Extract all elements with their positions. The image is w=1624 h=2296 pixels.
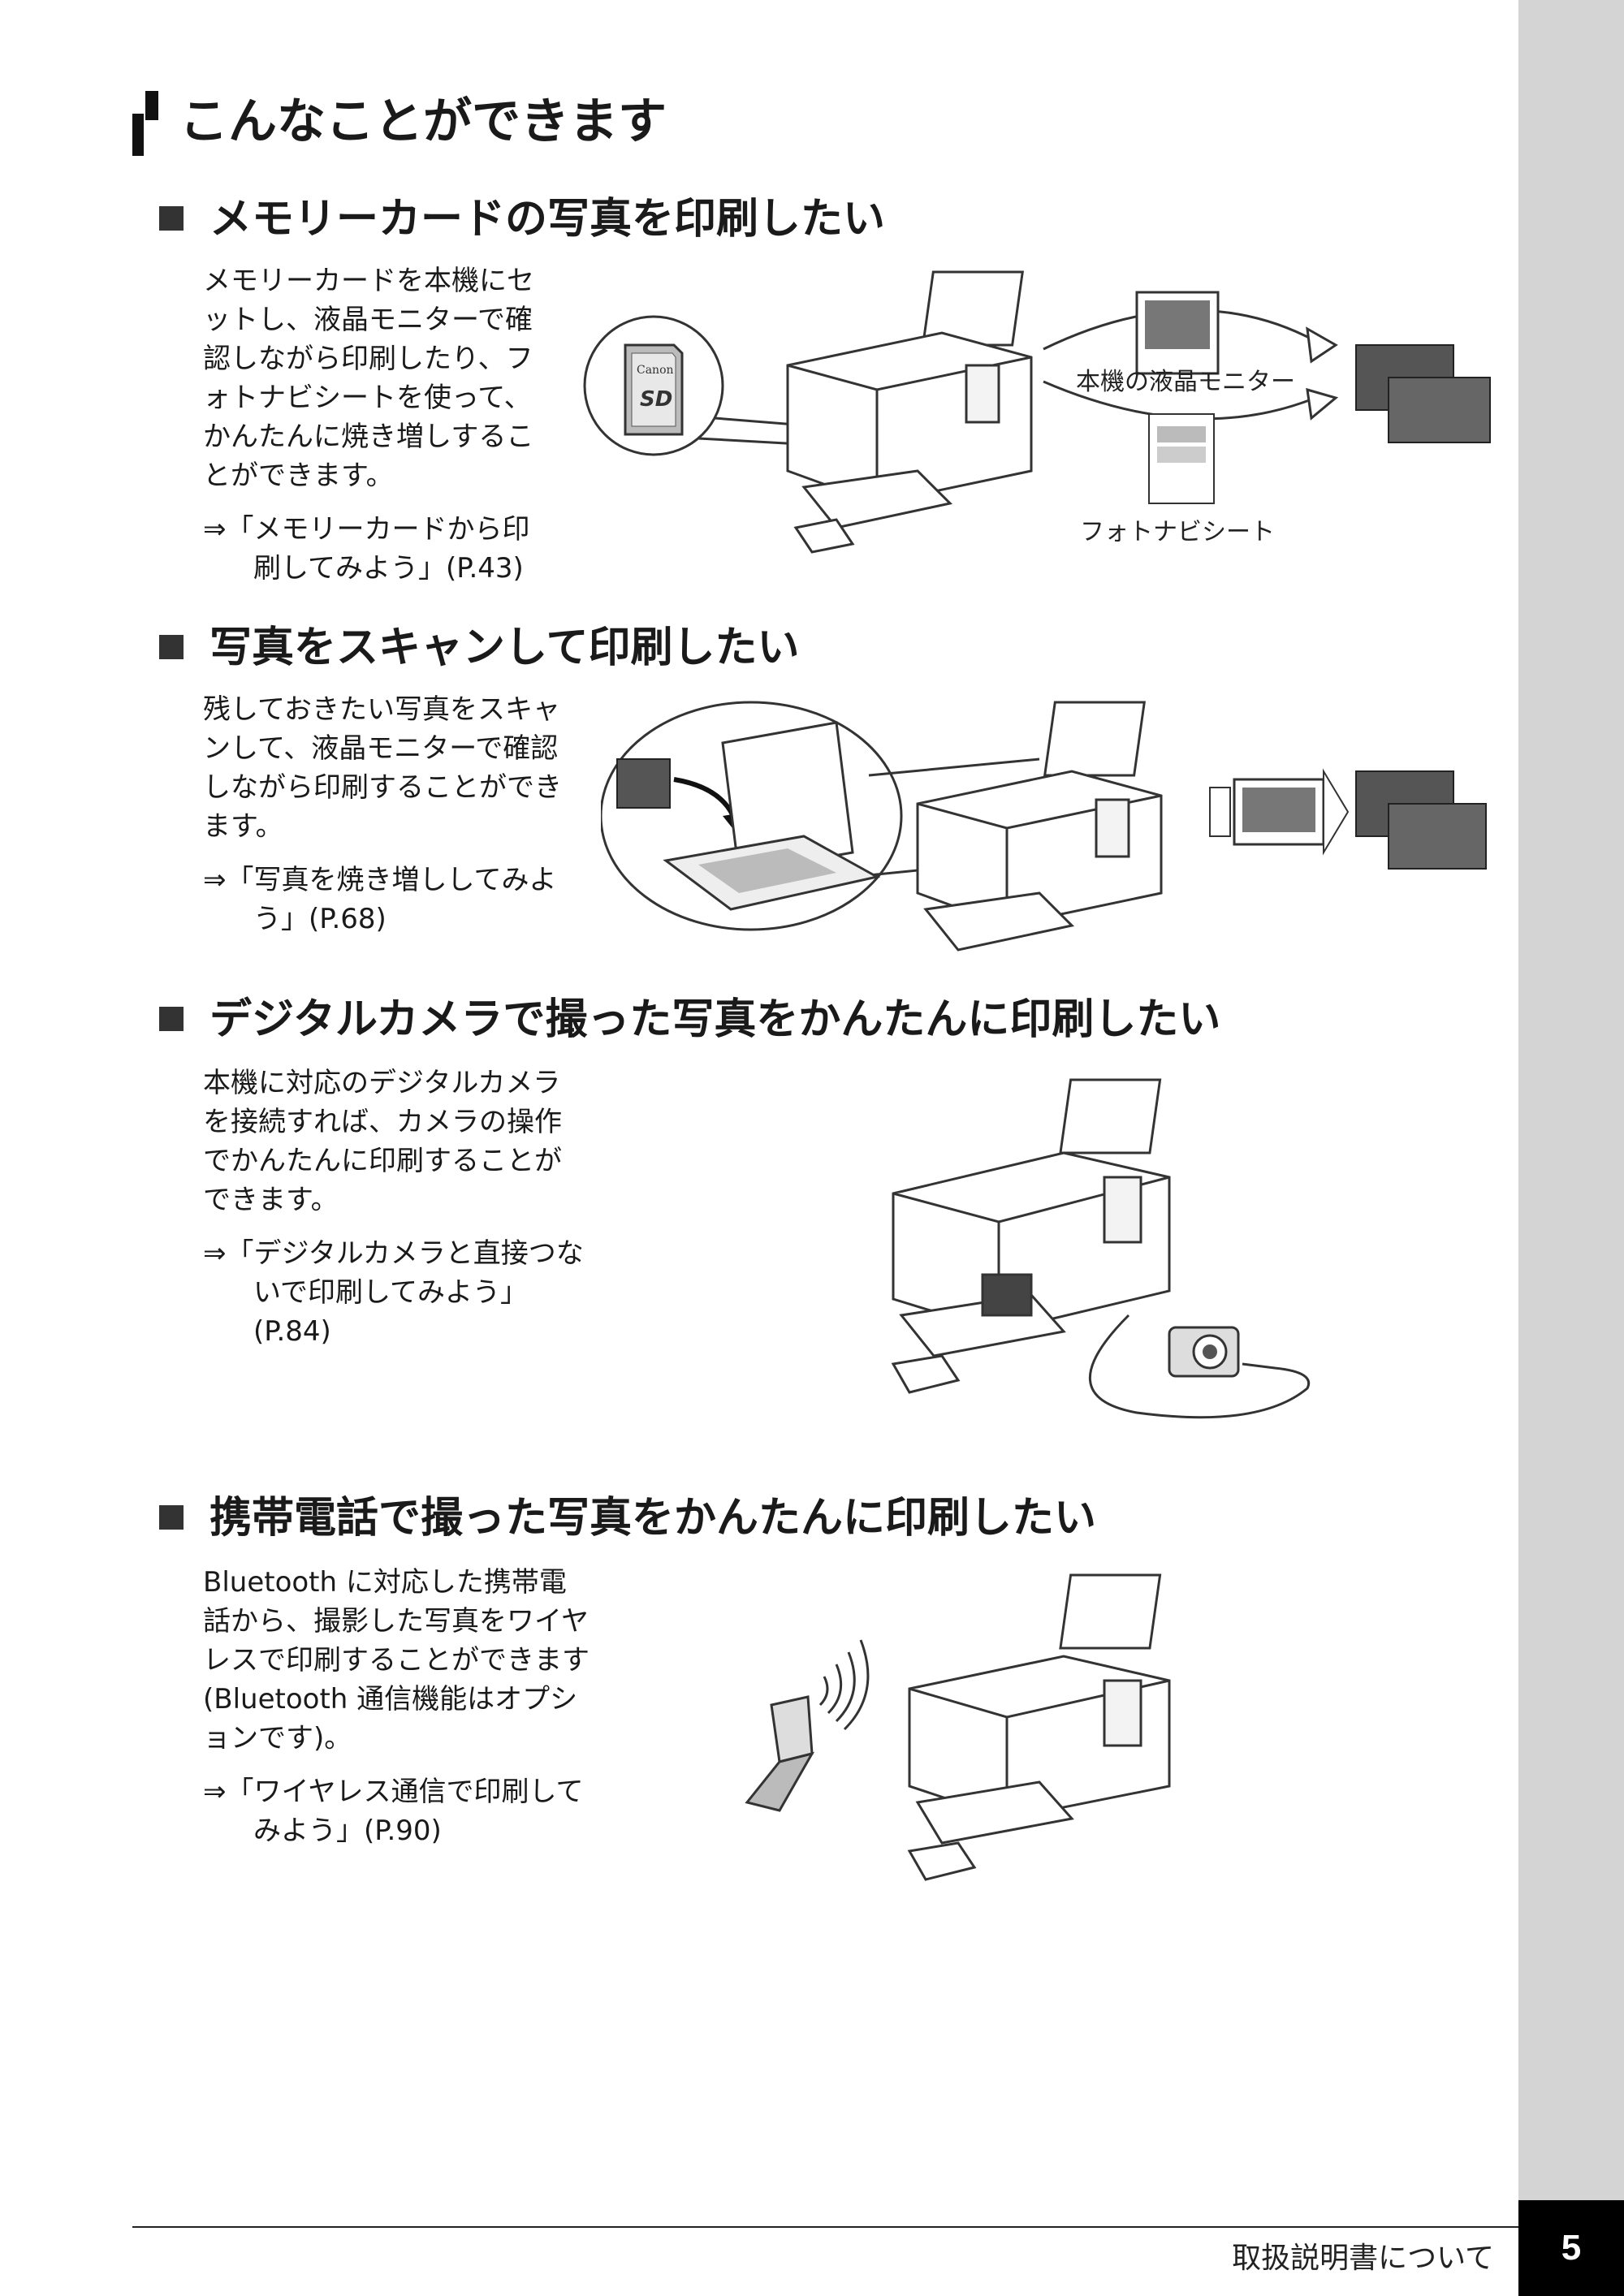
section-title: メモリーカードの写真を印刷したい (209, 195, 886, 244)
wireless-signal-icon (818, 1639, 870, 1731)
square-bullet-icon (159, 635, 184, 659)
label-lcd-monitor: 本機の液晶モニター (1076, 368, 1295, 396)
page-reference: ⇒「デジタルカメラと直接つないで印刷してみよう」(P.84) (203, 1237, 584, 1348)
printer-icon (916, 701, 1163, 952)
section-body-digital-camera: 本機に対応のデジタルカメラを接続すれば、カメラの操作でかんたんに印刷することがで… (203, 1064, 585, 1351)
label-photo-navi-sheet: フォトナビシート (1080, 518, 1275, 546)
page-reference: ⇒「メモリーカードから印刷してみよう」(P.43) (203, 513, 530, 585)
sd-card-icon: Canon SD (624, 343, 684, 436)
description: Bluetooth に対応した携帯電話から、撮影した写真をワイヤレスで印刷するこ… (203, 1566, 590, 1754)
section-body-memory-card: メモリーカードを本機にセットし、液晶モニターで確認しながら印刷したり、フォトナビ… (203, 261, 552, 588)
title-marker-icon (132, 91, 160, 156)
section-body-scan: 残しておきたい写真をスキャンして、液晶モニターで確認しながら印刷することができま… (203, 690, 585, 939)
illustration-mobile-phone (731, 1567, 1202, 1884)
illustration-digital-camera (885, 1072, 1340, 1429)
page-reference: ⇒「ワイヤレス通信で印刷してみよう」(P.90) (203, 1776, 584, 1847)
card-brand: Canon (637, 364, 674, 377)
square-bullet-icon (159, 1505, 184, 1530)
section-title: 写真をスキャンして印刷したい (209, 624, 800, 672)
page-title: こんなことができます (179, 93, 667, 150)
side-tab-band (1518, 0, 1624, 2296)
page-number: 5 (1518, 2200, 1624, 2296)
printer-icon (891, 1078, 1171, 1394)
footer-section-name: 取扱説明書について (1232, 2242, 1494, 2275)
mobile-phone-icon (745, 1695, 815, 1812)
printer-icon (907, 1573, 1171, 1881)
printer-icon (786, 270, 1033, 554)
page-reference: ⇒「写真を焼き増ししてみよう」(P.68) (203, 864, 557, 935)
illustration-scan (601, 698, 1494, 966)
square-bullet-icon (159, 206, 184, 231)
square-bullet-icon (159, 1007, 184, 1031)
section-title: 携帯電話で撮った写真をかんたんに印刷したい (209, 1494, 1097, 1543)
footer-rule (132, 2226, 1518, 2228)
description: 本機に対応のデジタルカメラを接続すれば、カメラの操作でかんたんに印刷することがで… (203, 1067, 562, 1216)
description: 残しておきたい写真をスキャンして、液晶モニターで確認しながら印刷することができま… (203, 693, 562, 843)
description: メモリーカードを本機にセットし、液晶モニターで確認しながら印刷したり、フォトナビ… (203, 265, 534, 492)
card-type: SD (640, 387, 672, 412)
section-title: デジタルカメラで撮った写真をかんたんに印刷したい (209, 995, 1221, 1044)
section-body-mobile-phone: Bluetooth に対応した携帯電話から、撮影した写真をワイヤレスで印刷するこ… (203, 1563, 593, 1850)
digital-camera-icon (1168, 1326, 1240, 1378)
illustration-memory-card: Canon SD 本機の液晶モニター フォトナビシート (577, 268, 1494, 568)
